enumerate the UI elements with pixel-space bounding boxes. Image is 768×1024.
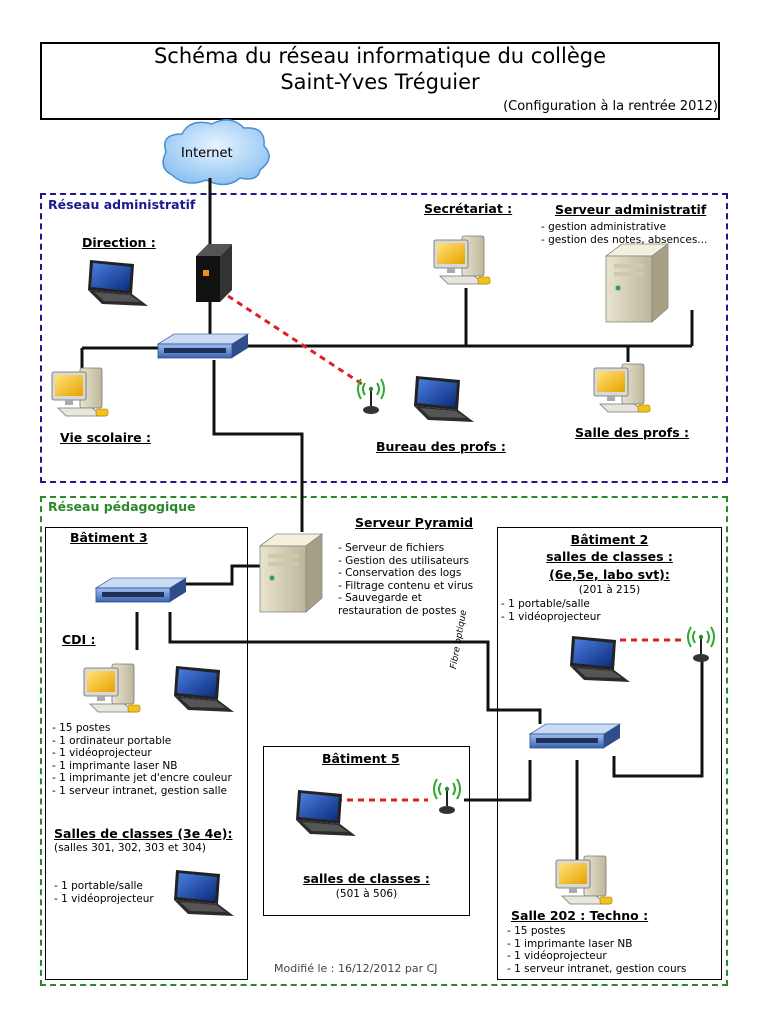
footer-modified: Modifié le : 16/12/2012 par CJ <box>274 962 438 975</box>
serveur-admin-item: - gestion des notes, absences... <box>541 233 708 246</box>
cdi-item: - 15 postes <box>52 722 111 734</box>
pyramid-item: - Filtrage contenu et virus <box>338 579 474 592</box>
batiment2-item: - 1 portable/salle <box>501 598 590 610</box>
salles-3e4e-list: - 1 portable/salle - 1 vidéoprojecteur <box>54 880 154 905</box>
cdi-desktop-icon <box>83 663 141 713</box>
title-line-1: Schéma du réseau informatique du collège <box>153 44 607 68</box>
serveur-admin-icon <box>605 243 669 323</box>
internet-label: Internet <box>181 146 233 161</box>
admin-switch-icon <box>157 333 249 359</box>
batiment2-switch-icon <box>529 723 621 749</box>
vie-scolaire-desktop-icon <box>51 367 109 417</box>
cdi-item: - 1 ordinateur portable <box>52 734 172 747</box>
cdi-item: - 1 serveur intranet, gestion salle <box>52 784 227 797</box>
batiment2-title-wrap: Bâtiment 2 <box>497 532 722 547</box>
title-line-2: Saint-Yves Tréguier <box>280 70 480 94</box>
serveur-admin-item: - gestion administrative <box>541 221 667 233</box>
salle-profs-label: Salle des profs : <box>575 425 689 440</box>
salle202-label: Salle 202 : Techno : <box>511 908 649 923</box>
salle202-list: - 15 postes - 1 imprimante laser NB - 1 … <box>507 925 686 975</box>
batiment5-wifi-icon <box>433 778 461 815</box>
cdi-list: - 15 postes - 1 ordinateur portable - 1 … <box>52 722 232 797</box>
batiment2-range-wrap: (201 à 215) <box>497 584 722 597</box>
router-icon <box>196 244 232 302</box>
batiment5-title: Bâtiment 5 <box>322 751 400 766</box>
batiment5-salles: salles de classes : <box>303 871 430 886</box>
cdi-item: - 1 imprimante jet d'encre couleur <box>52 772 232 784</box>
title-box <box>40 42 720 120</box>
batiment3-switch-icon <box>95 577 187 603</box>
salle202-item: - 15 postes <box>507 925 566 937</box>
serveur-admin-title: Serveur administratif <box>555 202 707 217</box>
batiment-2-box <box>497 527 722 980</box>
cdi-item: - 1 vidéoprojecteur <box>52 747 152 759</box>
serveur-admin-list: - gestion administrative - gestion des n… <box>541 221 707 246</box>
admin-wired-links <box>80 178 694 532</box>
salles-3e4e-item: - 1 portable/salle <box>54 880 143 892</box>
batiment-5-box <box>263 746 470 916</box>
direction-label: Direction : <box>82 235 156 250</box>
secretariat-label: Secrétariat : <box>424 201 513 216</box>
batiment2-line3: (6e,5e, labo svt): <box>549 567 670 582</box>
internet-cloud-icon <box>162 119 270 186</box>
subtitle: (Configuration à la rentrée 2012) <box>503 99 718 114</box>
admin-network-zone <box>40 193 728 483</box>
salles-3e4e-title: Salles de classes (3e 4e): <box>54 826 233 841</box>
salles-3e4e-item: - 1 vidéoprojecteur <box>54 892 154 905</box>
cdi-label: CDI : <box>62 632 96 647</box>
batiment2-range: (201 à 215) <box>578 584 641 596</box>
batiment2-title: Bâtiment 2 <box>570 532 649 547</box>
batiment2-line2-wrap: salles de classes : <box>497 549 722 564</box>
batiment5-laptop-icon <box>296 790 356 836</box>
pyramid-title: Serveur Pyramid <box>355 515 474 530</box>
cdi-laptop-icon <box>174 666 234 712</box>
batiment3-title: Bâtiment 3 <box>70 530 148 545</box>
direction-laptop-icon <box>88 260 148 306</box>
batiment5-salles-wrap: salles de classes : <box>263 871 470 886</box>
batiment2-line2: salles de classes : <box>546 549 673 564</box>
salle202-item: - 1 imprimante laser NB <box>507 937 633 950</box>
batiment2-laptop-icon <box>570 636 630 682</box>
wireless-links <box>227 294 686 802</box>
pyramid-item: - Conservation des logs <box>338 567 462 579</box>
serveur-pyramid-icon <box>259 533 323 613</box>
peda-wired-links <box>135 564 704 860</box>
bureau-laptop-icon <box>414 376 474 422</box>
salle-profs-desktop-icon <box>593 363 651 413</box>
batiment2-list: - 1 portable/salle - 1 vidéoprojecteur <box>501 598 601 623</box>
pyramid-list: - Serveur de fichiers - Gestion des util… <box>338 542 488 617</box>
salles-3e4e-laptop-icon <box>174 870 234 916</box>
batiment2-wifi-icon <box>687 626 715 663</box>
cdi-item: - 1 imprimante laser NB <box>52 759 178 772</box>
pyramid-item: - Gestion des utilisateurs <box>338 554 470 567</box>
vie-scolaire-label: Vie scolaire : <box>60 430 152 445</box>
pyramid-item: - Sauvegarde et restauration de postes <box>338 592 457 617</box>
batiment5-range: (501 à 506) <box>335 888 398 900</box>
secretariat-desktop-icon <box>433 235 491 285</box>
batiment2-line3-wrap: (6e,5e, labo svt): <box>497 567 722 582</box>
batiment5-range-wrap: (501 à 506) <box>263 888 470 901</box>
bureau-wifi-icon <box>357 378 385 415</box>
peda-zone-label: Réseau pédagogique <box>46 499 198 514</box>
pyramid-item: - Serveur de fichiers <box>338 542 445 554</box>
batiment2-item: - 1 vidéoprojecteur <box>501 610 601 623</box>
salle202-item: - 1 vidéoprojecteur <box>507 950 607 962</box>
bureau-profs-label: Bureau des profs : <box>376 439 506 454</box>
peda-network-zone <box>40 496 728 986</box>
admin-zone-label: Réseau administratif <box>46 197 198 212</box>
salle202-desktop-icon <box>555 855 613 905</box>
salle202-item: - 1 serveur intranet, gestion cours <box>507 962 687 975</box>
salles-3e4e-sub: (salles 301, 302, 303 et 304) <box>54 842 206 854</box>
